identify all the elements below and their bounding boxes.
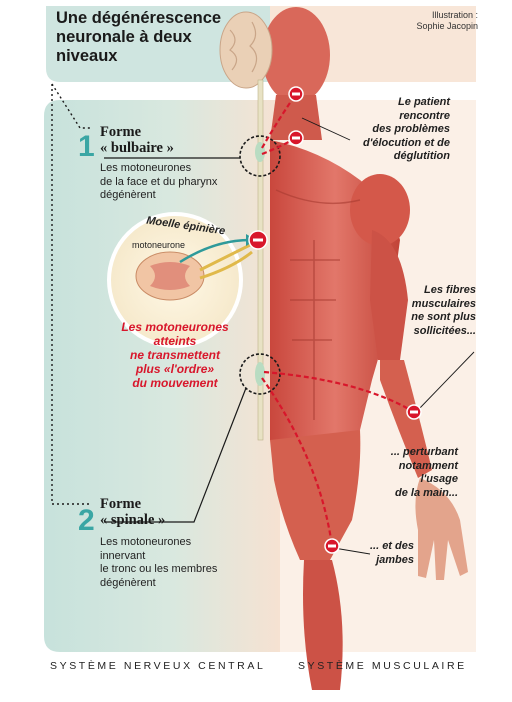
zoom-message-line1: Les motoneurones bbox=[121, 320, 229, 334]
note-hand-line1: ... perturbant bbox=[390, 446, 458, 458]
spinal-desc-line1: Les motoneurones bbox=[100, 536, 192, 548]
block-marker-leg bbox=[324, 538, 340, 554]
title-dotted-link-bulbar bbox=[51, 83, 92, 129]
spinal-node bbox=[255, 362, 265, 386]
spinal-cord bbox=[257, 79, 264, 441]
bulbar-desc-line1: Les motoneurones bbox=[100, 162, 192, 174]
note-hand-line3: l'usage bbox=[420, 473, 458, 485]
illustration-credit: Illustration : Sophie Jacopin bbox=[416, 10, 478, 32]
note-speech-line5: déglutition bbox=[393, 150, 450, 162]
bulbar-title-line2: « bulbaire » bbox=[100, 140, 174, 156]
block-marker-arm bbox=[406, 404, 422, 420]
forearm-muscles bbox=[380, 360, 432, 478]
speech-leader bbox=[301, 117, 351, 141]
note-speech-line2: rencontre bbox=[399, 109, 450, 122]
block-marker-pharynx bbox=[288, 130, 304, 146]
upper-arm-muscles bbox=[370, 230, 408, 360]
motoneuron-axon bbox=[179, 238, 251, 264]
spinal-leader bbox=[104, 387, 247, 523]
spinal-desc-line2: innervant bbox=[100, 549, 146, 562]
block-marker-face bbox=[288, 86, 304, 102]
title-panel bbox=[46, 6, 270, 82]
shoulder-deltoid bbox=[350, 174, 410, 246]
note-speech: Le patient rencontre des problèmes d'élo… bbox=[363, 96, 450, 164]
blocked-markers bbox=[248, 86, 422, 554]
note-legs: ... et des jambes bbox=[370, 540, 414, 567]
note-fibers-line2: musculaires bbox=[411, 297, 476, 310]
spinal-cord-zoom bbox=[107, 212, 256, 348]
zoom-message-line2: atteints bbox=[153, 334, 197, 348]
note-legs-line2: jambes bbox=[376, 553, 414, 566]
thigh-muscles bbox=[270, 430, 361, 560]
spinal-title-line1: Forme bbox=[100, 496, 142, 512]
credit-author: Sophie Jacopin bbox=[416, 21, 478, 31]
note-hand-line2: notamment bbox=[398, 459, 458, 472]
lower-leg-muscles bbox=[303, 560, 343, 690]
bulbar-title-line1: Forme bbox=[100, 124, 142, 140]
note-hand: ... perturbant notamment l'usage de la m… bbox=[391, 446, 458, 500]
footer-central-nervous-system: SYSTÈME NERVEUX CENTRAL bbox=[50, 660, 266, 672]
bulbar-focus-circle bbox=[239, 135, 281, 177]
note-hand-line4: de la main... bbox=[395, 486, 458, 499]
note-fibers-line4: sollicitées... bbox=[413, 324, 476, 337]
note-fibers-line3: ne sont plus bbox=[411, 311, 476, 323]
note-fibers: Les fibres musculaires ne sont plus soll… bbox=[411, 284, 476, 338]
note-speech-line4: d'élocution et de bbox=[363, 136, 450, 149]
hand bbox=[415, 478, 468, 580]
signal-to-leg bbox=[261, 377, 334, 547]
title-dotted-link bbox=[51, 84, 92, 505]
abdominal-lines bbox=[290, 240, 340, 420]
block-marker-zoom bbox=[248, 230, 268, 250]
zoom-message-line3: ne transmettent bbox=[129, 348, 221, 362]
zoom-message-line4: plus «l'ordre» bbox=[135, 362, 215, 376]
connector-lines bbox=[51, 83, 475, 555]
credit-label: Illustration : bbox=[431, 10, 478, 20]
bulbar-title: Forme « bulbaire » bbox=[100, 124, 174, 156]
spinal-description: Les motoneurones innervant le tronc ou l… bbox=[100, 536, 217, 590]
chest-lines bbox=[275, 189, 361, 205]
spinal-desc-line3: le tronc ou les membres bbox=[100, 563, 218, 575]
zoom-message: Les motoneurones atteints ne transmetten… bbox=[108, 320, 242, 390]
note-speech-line3: des problèmes bbox=[372, 123, 450, 135]
grey-matter bbox=[150, 262, 190, 290]
fibers-leader bbox=[417, 351, 475, 411]
nerve-fibres bbox=[199, 243, 253, 280]
note-speech-line1: Le patient bbox=[398, 96, 450, 108]
spinal-number: 2 bbox=[78, 504, 95, 537]
central-nervous-system bbox=[219, 11, 281, 441]
brain-folds bbox=[229, 21, 258, 73]
bulbar-description: Les motoneurones de la face et du pharyn… bbox=[100, 162, 217, 203]
neck-muscles bbox=[270, 95, 322, 140]
diagram-title: Une dégénérescence neuronale à deux nive… bbox=[56, 9, 222, 65]
footer-muscular-system: SYSTÈME MUSCULAIRE bbox=[298, 660, 467, 672]
note-legs-line1: ... et des bbox=[369, 540, 414, 552]
motoneuron-label: motoneurone bbox=[132, 240, 186, 250]
spinal-title-line2: « spinale » bbox=[100, 512, 166, 528]
bulbar-desc-line2: de la face et du pharynx bbox=[100, 175, 218, 188]
spinal-focus-circle bbox=[239, 353, 281, 395]
muscular-body bbox=[262, 7, 468, 690]
spinal-title: Forme « spinale » bbox=[100, 496, 165, 528]
legs-leader bbox=[333, 547, 371, 555]
zoom-message-line5: du mouvement bbox=[132, 376, 218, 390]
spinal-desc-line4: dégénèrent bbox=[100, 576, 156, 589]
bulbar-desc-line3: dégénèrent bbox=[100, 189, 156, 201]
bulbar-number: 1 bbox=[78, 130, 95, 163]
note-fibers-line1: Les fibres bbox=[424, 284, 476, 296]
head-muscles bbox=[262, 7, 330, 103]
